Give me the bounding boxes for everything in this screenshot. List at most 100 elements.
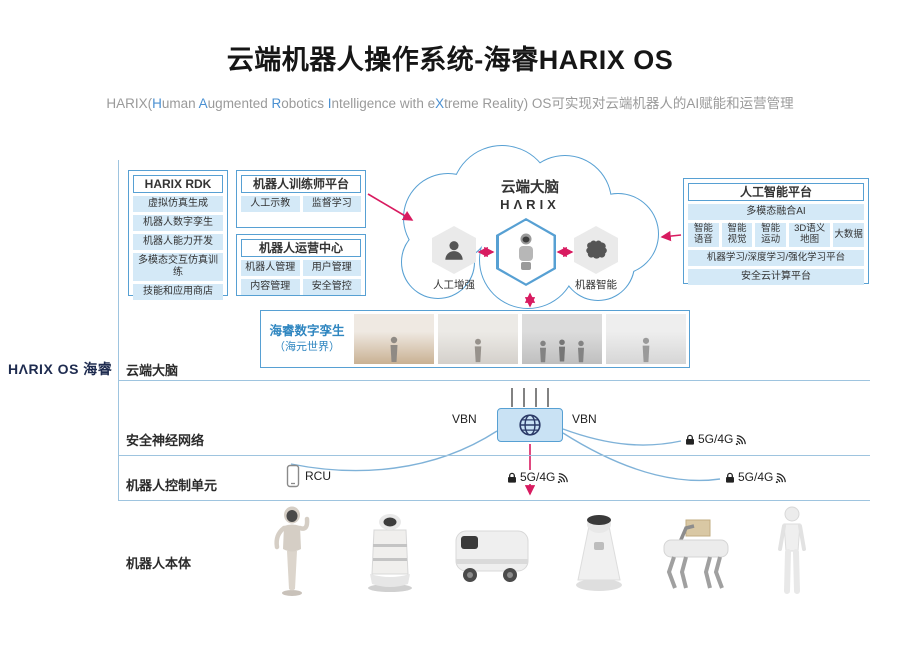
chip: 3D语义 地图: [788, 223, 831, 248]
chip: 机器人管理: [241, 260, 300, 277]
twin-robot-figure: [540, 340, 546, 363]
robot-hexagon: [496, 218, 556, 286]
harix-cloud-logo: HΛRIX: [500, 197, 560, 212]
ai-platform-title: 人工智能平台: [688, 183, 864, 202]
data-flow-arrows: [367, 193, 682, 496]
twin-robot-figure: [578, 340, 584, 363]
chip: 智能 语音: [688, 223, 719, 248]
subtitle-segment: ugmented: [207, 96, 272, 111]
chip: 机器人能力开发: [133, 234, 223, 251]
chip: 多模态交互仿真训练: [133, 253, 223, 282]
twin-robot-figure: [642, 337, 650, 363]
row-label-secure-network: 安全神经网络: [126, 433, 205, 448]
lock-icon: [726, 472, 734, 483]
frame-vertical-line: [118, 160, 119, 500]
vbn-label-right: VBN: [572, 412, 597, 426]
digital-twin-title: 海睿数字孪生: [269, 323, 345, 338]
ai-fusion-chip: 多模态融合AI: [688, 204, 864, 221]
link-5g4g-text: 5G/4G: [520, 470, 556, 484]
robot-operation-center-title: 机器人运营中心: [241, 239, 361, 258]
subtitle-segment: ntelligence with e: [331, 96, 436, 111]
person-icon: [445, 241, 463, 260]
page-title: 云端机器人操作系统-海睿HARIX OS: [226, 45, 674, 75]
vbn-gateway-box: [497, 408, 563, 442]
link-5g4g-text: 5G/4G: [738, 470, 774, 484]
digital-twin-photo-2: [438, 314, 518, 364]
robot-delivery-vehicle: [452, 525, 532, 590]
row-divider-control-unit: [118, 500, 870, 501]
signal-icon: [736, 434, 747, 445]
link-5g4g-center: 5G/4G: [504, 470, 573, 484]
row-label-control-unit: 机器人控制单元: [126, 478, 218, 493]
subtitle-segment: obotics: [281, 96, 328, 111]
machine-intel-label: 机器智能: [575, 279, 617, 291]
row-label-cloud-brain: 云端大脑: [126, 363, 179, 378]
robot-humanoid-white: [772, 505, 812, 602]
twin-robot-figure: [390, 336, 398, 362]
phone-icon: [286, 464, 300, 488]
trainer-item-list: 人工示教监督学习: [241, 196, 361, 213]
lock-icon: [686, 434, 694, 445]
subtitle-segment: X: [435, 96, 445, 111]
robot-trainer-platform-box: 机器人训练师平台 人工示教监督学习: [236, 170, 366, 228]
subtitle: HARIX(Human Augmented Robotics Intellige…: [0, 92, 900, 112]
human-augment-hexagon: [432, 226, 476, 274]
row-divider-secure-network: [118, 455, 870, 456]
robot-trainer-platform-title: 机器人训练师平台: [241, 175, 361, 194]
robot-humanoid-service: [272, 505, 312, 602]
chip: 机器人数字孪生: [133, 215, 223, 232]
brain-icon: [586, 240, 607, 259]
lock-icon: [508, 472, 516, 483]
chip: 安全管控: [302, 279, 361, 296]
chip: 人工示教: [241, 196, 300, 213]
subtitle-segment: A: [198, 96, 208, 111]
digital-twin-photo-1: [354, 314, 434, 364]
link-5g4g-right-lower: 5G/4G: [722, 470, 791, 484]
rcu-label: RCU: [305, 469, 331, 483]
robot-delivery-tray: [362, 512, 418, 597]
digital-twin-box: 海睿数字孪生 （海元世界）: [260, 310, 690, 368]
harix-rdk-title: HARIX RDK: [133, 175, 223, 194]
subtitle-segment: uman: [161, 96, 199, 111]
subtitle-segment: R: [271, 96, 282, 111]
chip: 监督学习: [302, 196, 361, 213]
subtitle-segment: treme Reality) OS可实现对云端机器人的AI赋能和运营管理: [444, 96, 794, 111]
robot-quadruped-arm: [652, 518, 742, 597]
twin-robot-figure: [558, 339, 566, 362]
row-label-robot-body: 机器人本体: [126, 556, 192, 571]
robot-icon: [519, 233, 533, 270]
chip: 智能 运动: [755, 223, 786, 248]
harix-brand-logo: HΛRIX OS 海睿: [8, 361, 113, 377]
ai-secure-cloud-chip: 安全云计算平台: [688, 268, 864, 285]
chip: 用户管理: [302, 260, 361, 277]
globe-icon: [519, 414, 541, 436]
link-5g4g-right-upper: 5G/4G: [682, 432, 751, 446]
signal-icon: [558, 472, 569, 483]
cloud-to-network-lines: [511, 388, 549, 407]
chip: 内容管理: [241, 279, 300, 296]
rdk-item-list: 虚拟仿真生成机器人数字孪生机器人能力开发多模态交互仿真训练技能和应用商店: [133, 196, 223, 301]
digital-twin-label: 海睿数字孪生 （海元世界）: [264, 314, 350, 364]
human-augment-label: 人工增强: [433, 279, 475, 291]
vbn-label-left: VBN: [452, 412, 477, 426]
rcu-unit: RCU: [286, 464, 331, 488]
subtitle-segment: I: [327, 96, 332, 111]
chip: 大数据: [833, 223, 865, 248]
chip: 智能 视觉: [721, 223, 753, 248]
subtitle-segment: H: [152, 96, 162, 111]
harix-rdk-box: HARIX RDK 虚拟仿真生成机器人数字孪生机器人能力开发多模态交互仿真训练技…: [128, 170, 228, 301]
chip: 虚拟仿真生成: [133, 196, 223, 213]
digital-twin-subtitle: （海元世界）: [274, 341, 340, 354]
robot-patrol-cone: [572, 508, 626, 597]
twin-robot-figure: [474, 338, 482, 363]
digital-twin-photo-4: [606, 314, 686, 364]
cloud-brain-title: 云端大脑: [501, 180, 559, 196]
link-5g4g-text: 5G/4G: [698, 432, 734, 446]
chip: 技能和应用商店: [133, 284, 223, 301]
subtitle-segment: HARIX(: [106, 96, 153, 111]
operation-item-list: 机器人管理用户管理内容管理安全管控: [241, 260, 361, 296]
signal-icon: [776, 472, 787, 483]
